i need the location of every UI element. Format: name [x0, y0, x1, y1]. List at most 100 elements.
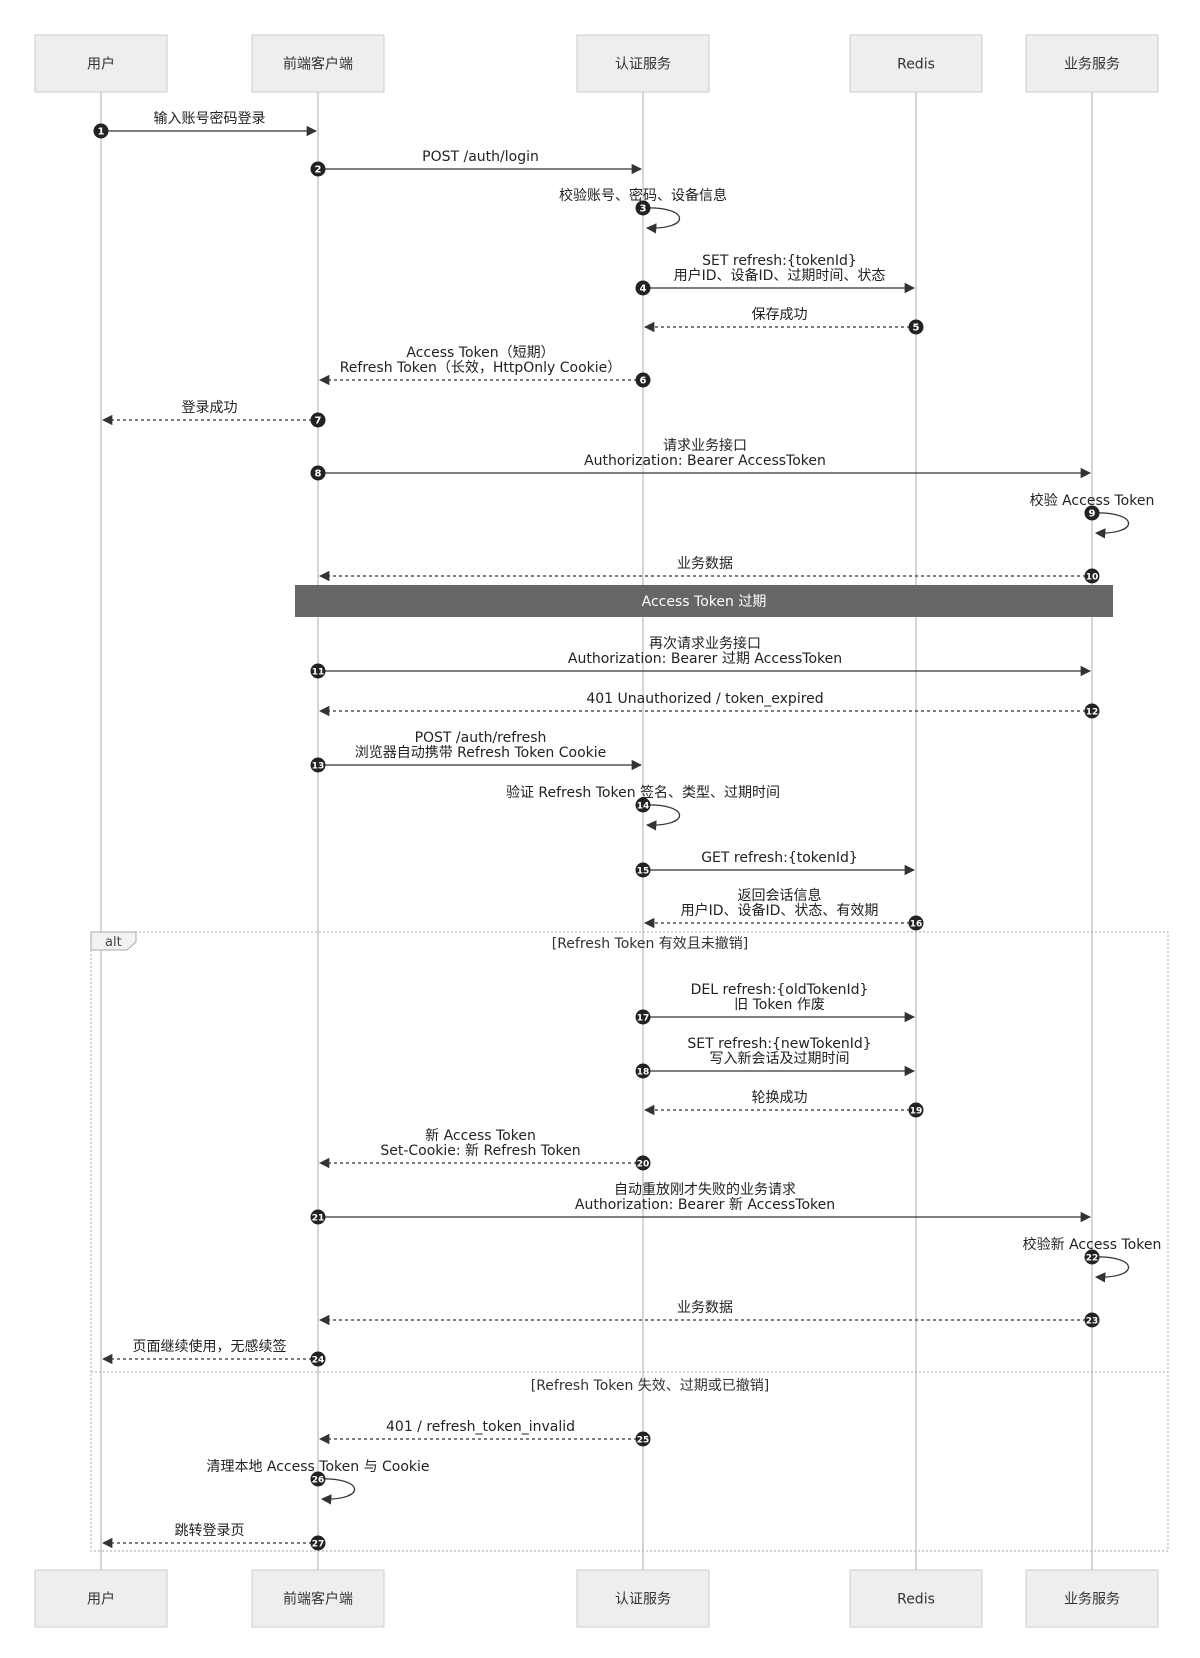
message-label: Refresh Token（长效，HttpOnly Cookie）	[340, 360, 622, 376]
step-badge-circle	[1084, 1312, 1100, 1328]
step-badge: 17	[635, 1009, 651, 1025]
step-badge-circle	[635, 1009, 651, 1025]
message-label: 输入账号密码登录	[154, 110, 266, 127]
step-badge: 26	[310, 1471, 326, 1487]
message-27: 跳转登录页 27	[101, 1523, 326, 1551]
divider-band	[295, 585, 1113, 617]
step-badge-number: 11	[312, 668, 325, 678]
message-15: GET refresh:{tokenId}15	[635, 850, 916, 878]
step-badge-circle	[93, 123, 109, 139]
message-arrow	[317, 1478, 356, 1505]
alt-tag-box	[90, 931, 137, 951]
step-badge-number: 20	[637, 1160, 650, 1170]
message-label: Authorization: Bearer 过期 AccessToken	[568, 651, 842, 667]
participant-label: 业务服务	[1064, 1592, 1120, 1608]
message-label: 验证 Refresh Token 签名、类型、过期时间	[506, 784, 780, 801]
participant-box	[576, 1569, 710, 1628]
step-badge: 12	[1084, 703, 1100, 719]
message-6: Access Token（短期）Refresh Token（长效，HttpOnl…	[318, 345, 651, 388]
step-badge-circle	[310, 1209, 326, 1225]
step-badge-number: 1	[98, 127, 105, 138]
step-badge-number: 5	[913, 323, 920, 334]
message-label: Set-Cookie: 新 Refresh Token	[380, 1143, 580, 1159]
participant-client-top: 前端客户端	[251, 34, 385, 93]
step-badge: 22	[1084, 1249, 1100, 1265]
message-label: 清理本地 Access Token 与 Cookie	[206, 1459, 429, 1475]
participant-client-bottom: 前端客户端	[251, 1569, 385, 1628]
step-badge: 11	[310, 663, 326, 679]
step-badge-circle	[1084, 703, 1100, 719]
step-badge-number: 4	[640, 284, 647, 295]
message-label: 业务数据	[677, 556, 733, 572]
step-badge-number: 18	[637, 1068, 650, 1078]
step-badge-circle	[310, 1471, 326, 1487]
participant-box	[849, 34, 983, 93]
step-badge-number: 15	[637, 867, 650, 877]
alt-condition: [Refresh Token 有效且未撤销]	[552, 936, 749, 952]
message-24: 页面继续使用，无感续签 24	[101, 1338, 326, 1367]
step-badge-number: 7	[315, 416, 322, 427]
step-badge-circle	[310, 1351, 326, 1367]
step-badge-number: 17	[637, 1014, 650, 1024]
participant-biz-bottom: 业务服务	[1025, 1569, 1159, 1628]
participant-redis-bottom: Redis	[849, 1569, 983, 1628]
step-badge-number: 26	[312, 1476, 325, 1486]
step-badge-circle	[1084, 1249, 1100, 1265]
message-12: 401 Unauthorized / token_expired 12	[318, 691, 1100, 719]
message-label: 旧 Token 作废	[734, 997, 825, 1013]
step-badge-circle	[635, 280, 651, 296]
alt-frame: alt[Refresh Token 有效且未撤销][Refresh Token …	[90, 931, 1169, 1552]
message-label: SET refresh:{newTokenId}	[687, 1036, 871, 1052]
alt-tag-label: alt	[105, 935, 122, 950]
step-badge-number: 23	[1086, 1317, 1099, 1327]
participant-box	[1025, 34, 1159, 93]
message-label: 业务数据	[677, 1300, 733, 1316]
participant-box	[849, 1569, 983, 1628]
message-label: 保存成功	[752, 307, 808, 323]
message-label: 用户ID、设备ID、状态、有效期	[681, 902, 879, 919]
step-badge-circle	[908, 1102, 924, 1118]
participant-label: 前端客户端	[283, 1591, 353, 1608]
step-badge-number: 9	[1089, 509, 1096, 520]
participant-biz-top: 业务服务	[1025, 34, 1159, 93]
message-label: 用户ID、设备ID、过期时间、状态	[674, 267, 886, 284]
step-badge: 27	[310, 1535, 326, 1551]
message-label: 请求业务接口	[663, 437, 747, 454]
message-label: 返回会话信息	[738, 887, 822, 904]
message-label: 页面继续使用，无感续签	[133, 1338, 287, 1355]
message-label: 校验账号、密码、设备信息	[559, 187, 727, 204]
participant-label: 业务服务	[1064, 57, 1120, 73]
step-badge-number: 6	[640, 376, 647, 387]
step-badge: 24	[310, 1351, 326, 1367]
message-23: 业务数据 23	[318, 1300, 1100, 1328]
step-badge: 8	[310, 465, 326, 481]
message-4: SET refresh:{tokenId}用户ID、设备ID、过期时间、状态 4	[635, 253, 916, 296]
step-badge-circle	[635, 1155, 651, 1171]
message-label: 401 Unauthorized / token_expired	[586, 691, 823, 707]
step-badge: 14	[635, 797, 651, 813]
step-badge-circle	[635, 372, 651, 388]
step-badge-circle	[635, 862, 651, 878]
step-badge-circle	[635, 1431, 651, 1447]
step-badge: 7	[310, 412, 326, 428]
message-label: SET refresh:{tokenId}	[702, 253, 857, 269]
message-label: 跳转登录页	[175, 1523, 245, 1539]
message-arrow	[1091, 1256, 1130, 1283]
step-badge: 15	[635, 862, 651, 878]
participant-label: 用户	[87, 56, 115, 73]
participant-label: Redis	[897, 57, 935, 73]
message-arrow	[642, 804, 681, 831]
step-badge-number: 13	[312, 762, 325, 772]
step-badge: 16	[908, 915, 924, 931]
message-label: 401 / refresh_token_invalid	[386, 1419, 575, 1435]
participant-auth-bottom: 认证服务	[576, 1569, 710, 1628]
step-badge-circle	[908, 319, 924, 335]
